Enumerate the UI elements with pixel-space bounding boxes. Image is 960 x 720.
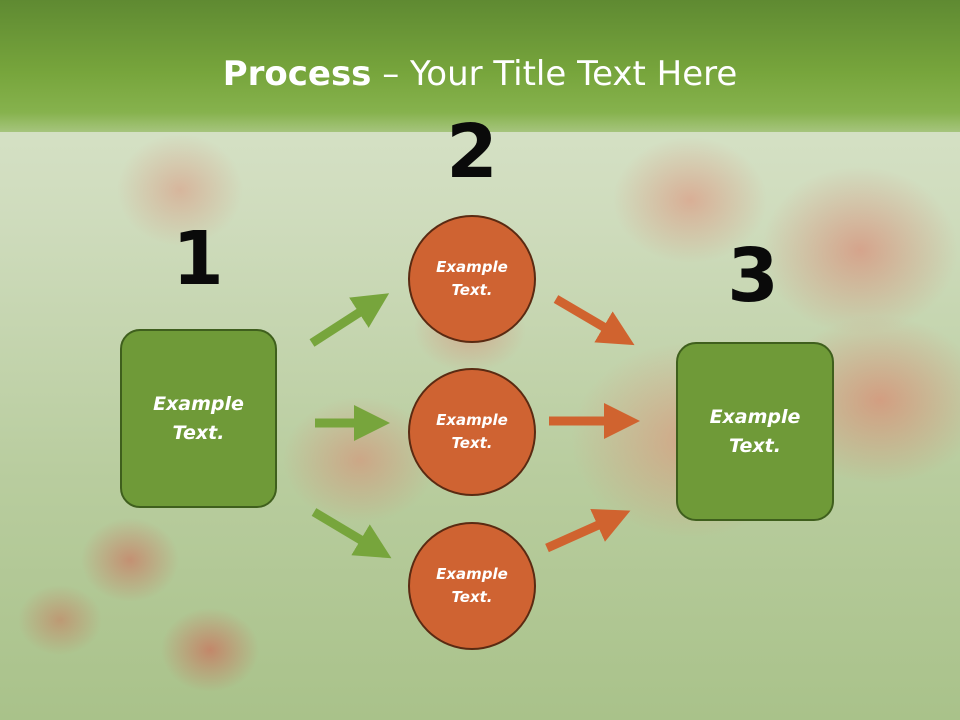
arrow-2c-to-3 — [545, 508, 631, 553]
step-2-circle-middle-label: Example Text. — [436, 411, 508, 452]
step-1-box[interactable]: Example Text. — [120, 329, 277, 508]
title-bar — [0, 0, 960, 132]
step-2-circle-bottom[interactable]: Example Text. — [408, 522, 536, 650]
slide-title[interactable]: Process – Your Title Text Here — [0, 52, 960, 96]
step-number-3: 3 — [727, 233, 779, 319]
step-2-circle-top[interactable]: Example Text. — [408, 215, 536, 343]
step-1-label: Example Text. — [153, 392, 244, 444]
step-3-label: Example Text. — [709, 405, 801, 457]
arrow-1-to-2c — [311, 508, 392, 559]
arrow-1-to-2a — [309, 293, 390, 347]
step-number-2: 2 — [446, 109, 498, 195]
step-2-circle-middle[interactable]: Example Text. — [408, 368, 536, 496]
step-3-box[interactable]: Example Text. — [676, 342, 834, 521]
step-2-circle-top-label: Example Text. — [436, 258, 508, 299]
title-rest: – Your Title Text Here — [371, 54, 738, 94]
arrow-2a-to-3 — [553, 295, 635, 346]
step-number-1: 1 — [172, 216, 224, 302]
title-bold: Process — [222, 54, 372, 94]
step-2-circle-bottom-label: Example Text. — [436, 565, 508, 606]
